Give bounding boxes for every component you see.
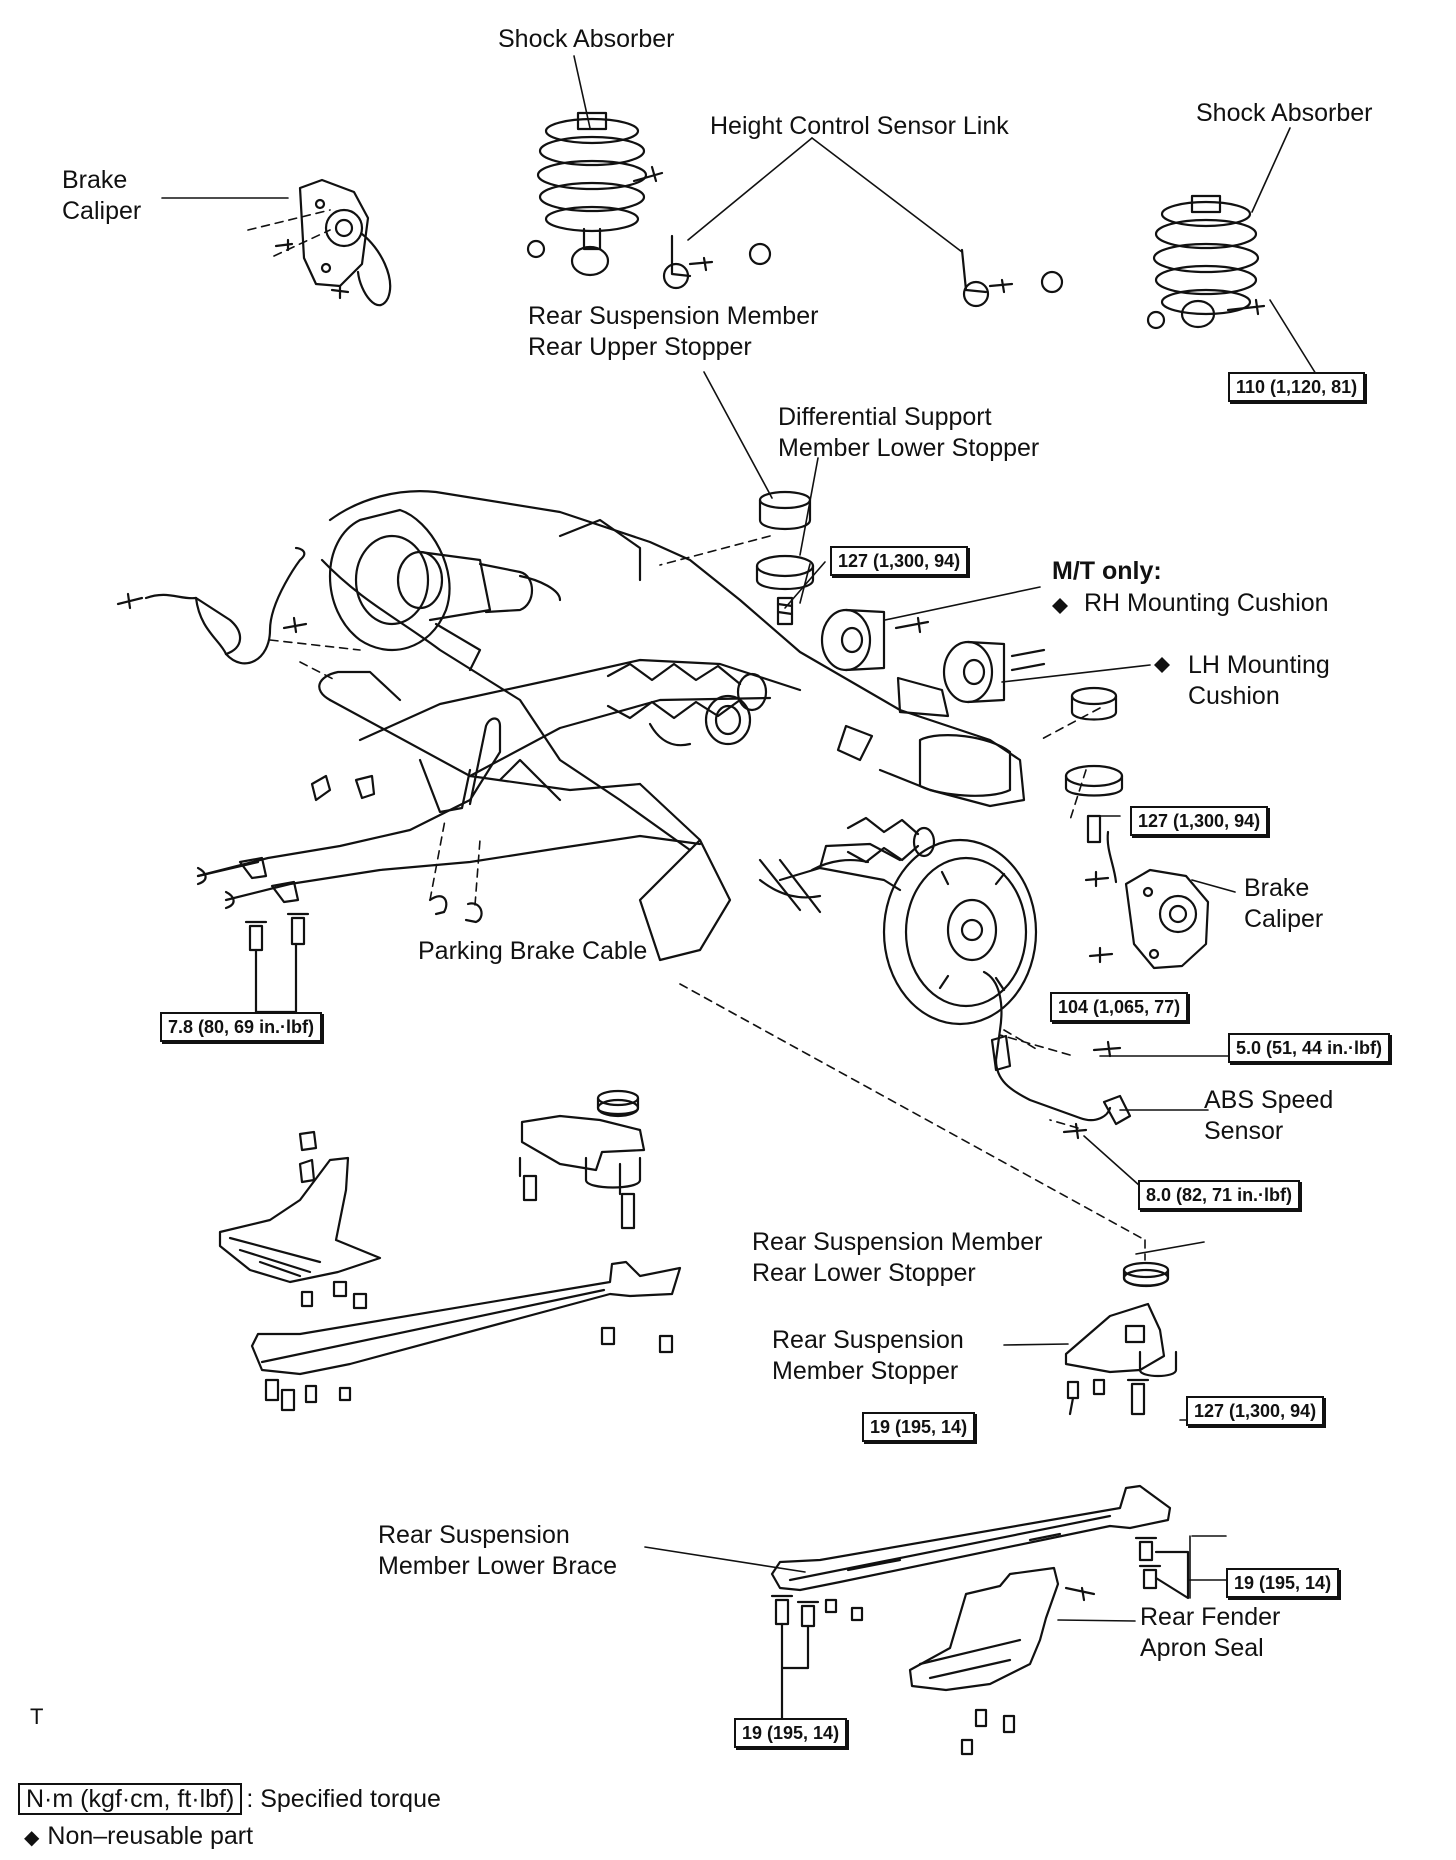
dashed-assembly-lines [247,209,1146,1261]
label-member-stopper: Rear Suspension Member Stopper [772,1326,964,1385]
torque-differential-upper: 127 (1,300, 94) [830,546,969,576]
torque-stopper-large: 127 (1,300, 94) [1186,1396,1325,1426]
mounting-cushions [820,608,1124,844]
label-shock-absorber-top: Shock Absorber [498,25,675,53]
legend-torque: N·m (kgf·cm, ft·lbf): Specified torque [18,1783,441,1815]
rear-fender-apron-seal [908,1566,1096,1756]
diamond-icon: ◆ [24,1827,40,1849]
torque-brace-bottom: 19 (195, 14) [734,1718,848,1748]
label-rear-lower-stopper: Rear Suspension Member Rear Lower Stoppe… [752,1228,1043,1287]
abs-speed-sensor-right [982,970,1229,1187]
left-fender-apron-seal [218,1130,382,1310]
torque-differential-lower: 127 (1,300, 94) [1130,806,1269,836]
torque-brake-caliper: 104 (1,065, 77) [1050,992,1189,1022]
label-rear-upper-stopper: Rear Suspension Member Rear Upper Stoppe… [528,302,819,361]
height-control-sensor-link [662,234,1064,308]
nonreusable-markers [1052,598,1170,673]
label-lower-brace: Rear Suspension Member Lower Brace [378,1521,617,1580]
label-brake-caliper-left: Brake Caliper [62,166,142,225]
shock-absorber-right [1146,194,1266,330]
label-mt-only: M/T only: [1052,557,1162,585]
rear-suspension-member-lower-brace [770,1484,1190,1732]
label-fender-apron-seal: Rear Fender Apron Seal [1140,1603,1281,1662]
left-hub-assembly [329,508,562,672]
rear-suspension-member [318,490,1026,962]
brake-caliper-upper-left [274,178,392,307]
abs-sensor-left [116,546,308,665]
label-differential-lower-stopper: Differential Support Member Lower Stoppe… [778,403,1040,462]
label-height-control-sensor-link: Height Control Sensor Link [710,112,1009,140]
torque-abs-sensor: 8.0 (82, 71 in.·lbf) [1138,1180,1301,1210]
left-brace-mid [250,1260,682,1412]
label-brake-caliper-right: Brake Caliper [1244,874,1324,933]
right-disc-rotor [758,838,1038,1026]
label-lh-mounting-cushion: LH Mounting Cushion [1188,651,1330,710]
brake-caliper-right [1084,830,1210,970]
torque-parking-cable: 7.8 (80, 69 in.·lbf) [160,1012,323,1042]
parking-brake-cables [196,717,702,924]
figure-id: T [30,1704,44,1729]
label-rh-mounting-cushion: RH Mounting Cushion [1084,589,1329,617]
drive-shaft-boot-right [846,816,936,864]
torque-shock-bolt: 110 (1,120, 81) [1228,372,1366,402]
label-shock-absorber-right: Shock Absorber [1196,99,1373,127]
torque-brace-right: 19 (195, 14) [1226,1568,1340,1598]
torque-stopper-small: 19 (195, 14) [862,1412,976,1442]
torque-abs-bracket: 5.0 (51, 44 in.·lbf) [1228,1033,1391,1063]
rear-suspension-member-stopper [1064,1261,1178,1416]
differential-stoppers [755,490,815,626]
legend-torque-text: : Specified torque [246,1785,441,1813]
leader-lines [161,55,1317,1622]
shock-absorber-top [526,111,664,277]
legend-nonreusable: ◆ Non–reusable part [24,1820,253,1854]
drive-shaft-boot-left [606,662,768,720]
legend-nonreusable-text: Non–reusable part [47,1822,254,1850]
legend-torque-unit: N·m (kgf·cm, ft·lbf) [18,1783,243,1815]
label-parking-brake-cable: Parking Brake Cable [418,937,648,965]
left-lower-stopper-bracket [518,1089,646,1230]
label-abs-speed-sensor: ABS Speed Sensor [1204,1086,1334,1145]
